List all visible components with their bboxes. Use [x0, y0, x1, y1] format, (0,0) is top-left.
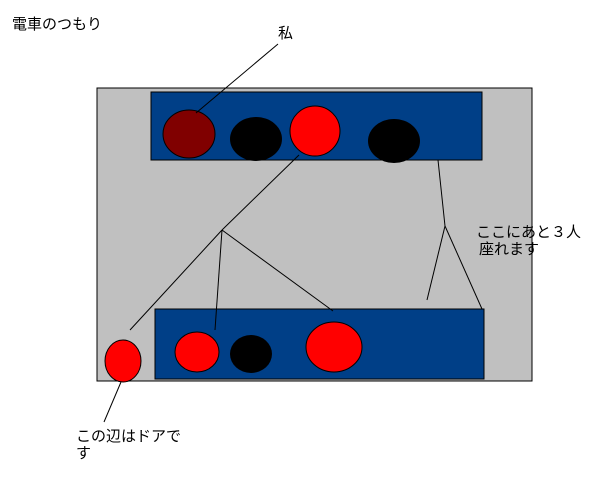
- connector-line: [129, 229, 223, 331]
- diagram-title-text: 電車のつもり: [12, 15, 103, 33]
- connector-lines: [129, 154, 334, 331]
- seats-pointer-line: [426, 225, 446, 301]
- seats-label-line-2: 座れます: [479, 240, 540, 258]
- person-black-3: [230, 335, 272, 373]
- connector-line: [221, 154, 300, 231]
- connector-line: [214, 229, 223, 331]
- person-red-2: [174, 331, 220, 373]
- me-label-text: 私: [278, 24, 294, 42]
- seats-label-line-1: ここにあと３人: [476, 223, 582, 241]
- me-label: 私: [278, 25, 293, 42]
- seats-pointer-line: [444, 225, 483, 310]
- person-black-2: [368, 119, 420, 163]
- door-label-line-2: す: [76, 444, 92, 462]
- me-pointer-line: [195, 43, 279, 114]
- seats-available-label: ここにあと３人 座れます: [476, 224, 581, 258]
- door-label-line-1: この辺はドアで: [76, 427, 182, 445]
- diagram-title: 電車のつもり: [12, 16, 102, 33]
- connector-line: [221, 229, 334, 312]
- seats-pointer-lines: [426, 159, 483, 310]
- door-area-label: この辺はドアで す: [76, 428, 181, 462]
- seats-pointer-line: [437, 159, 446, 227]
- person-black-1: [230, 117, 282, 161]
- person-at-door: [104, 339, 142, 383]
- door-pointer-line: [103, 381, 122, 423]
- person-me: [162, 109, 216, 159]
- person-red-1: [289, 105, 341, 157]
- person-red-3: [305, 321, 363, 373]
